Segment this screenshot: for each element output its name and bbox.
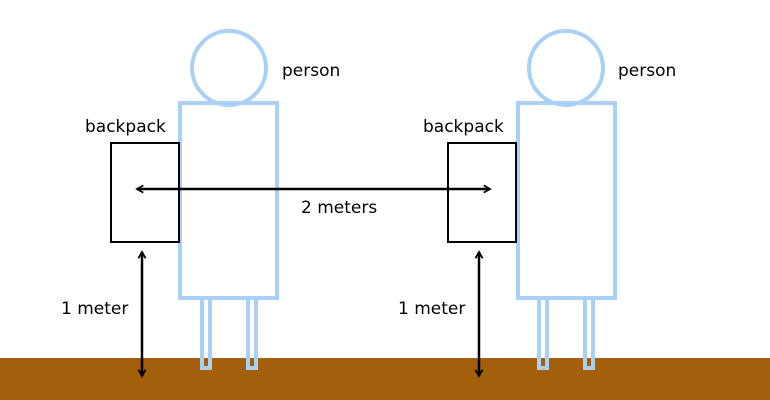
person-label-left: person <box>282 61 340 81</box>
person-label-right: person <box>618 61 676 81</box>
person-left-leg-right <box>246 296 258 370</box>
backpack-label-right: backpack <box>423 117 504 137</box>
person-left-body <box>178 101 279 300</box>
person-left-head <box>190 29 268 107</box>
right-figure: person backpack 1 meter <box>398 29 676 376</box>
person-left <box>178 29 279 370</box>
person-right <box>516 29 617 370</box>
ground <box>0 358 770 400</box>
backpack-label-left: backpack <box>85 117 166 137</box>
distance-label: 2 meters <box>301 198 377 218</box>
height-label-right: 1 meter <box>398 299 465 319</box>
backpack-right <box>447 142 517 243</box>
person-left-leg-left <box>200 296 212 370</box>
height-label-left: 1 meter <box>61 299 128 319</box>
person-right-leg-right <box>583 296 595 370</box>
person-right-leg-left <box>537 296 549 370</box>
backpack-left <box>110 142 180 243</box>
person-right-head <box>527 29 605 107</box>
left-figure: person backpack 1 meter <box>61 29 340 376</box>
person-right-body <box>516 101 617 300</box>
